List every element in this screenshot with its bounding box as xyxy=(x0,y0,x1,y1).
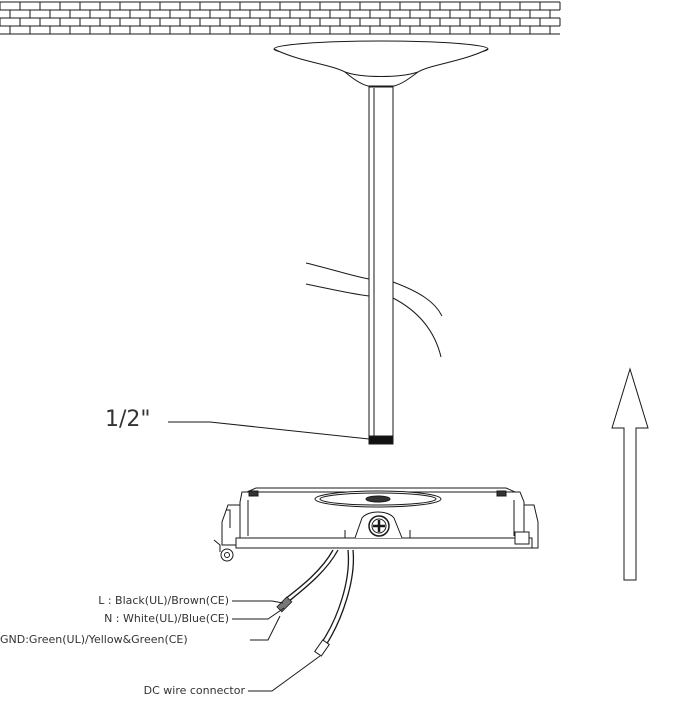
brick-ceiling xyxy=(0,1,561,35)
pipe-size-leader xyxy=(168,421,370,440)
dc-connector-label: DC wire connector xyxy=(143,684,245,697)
ground-wire-label: GND:Green(UL)/Yellow&Green(CE) xyxy=(0,633,188,646)
conduit-pipe xyxy=(368,86,394,445)
neutral-wire-label: N : White(UL)/Blue(CE) xyxy=(104,612,229,625)
supply-cable xyxy=(305,262,443,358)
fixture-housing xyxy=(213,487,539,562)
line-wire-label: L : Black(UL)/Brown(CE) xyxy=(98,594,229,607)
pipe-size-label: 1/2" xyxy=(105,407,151,432)
wire-bundle xyxy=(276,549,355,657)
canopy xyxy=(273,40,489,87)
screw-icon xyxy=(368,515,390,537)
label-leaders xyxy=(232,600,321,692)
up-arrow-icon xyxy=(611,367,649,581)
